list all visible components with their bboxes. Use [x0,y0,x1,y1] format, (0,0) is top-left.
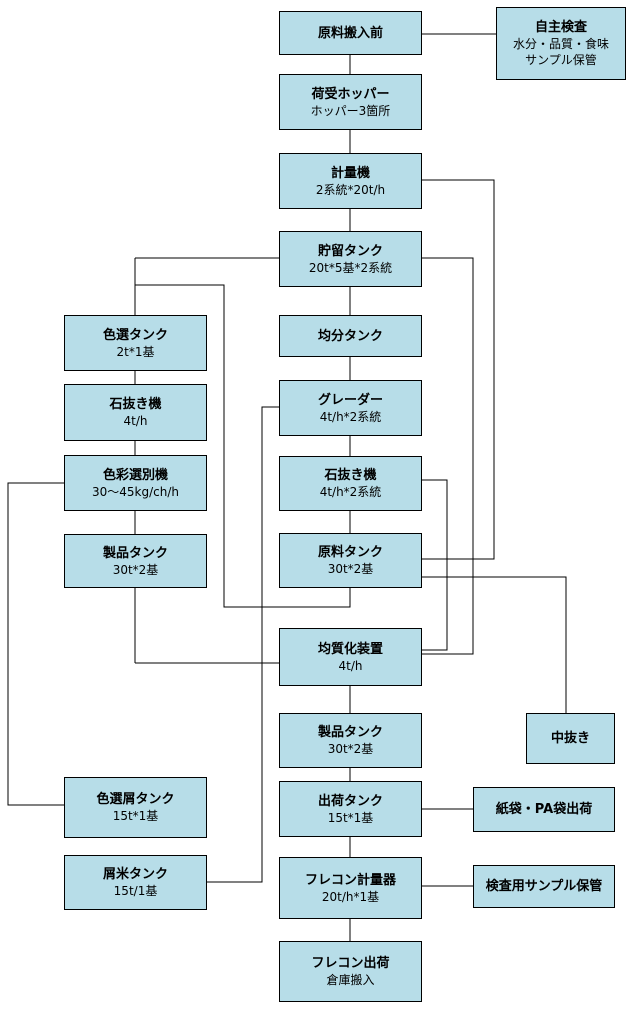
node-title: グレーダー [317,392,383,408]
node-shipping-tank: 出荷タンク 15t*1基 [279,781,422,837]
node-title: 原料搬入前 [317,25,383,41]
node-color-sorter: 色彩選別機 30～45kg/ch/h [64,455,207,511]
node-detail: 30t*2基 [112,562,159,577]
node-destoner-left: 石抜き機 4t/h [64,384,207,441]
node-title: 均質化装置 [317,641,383,657]
node-title: 出荷タンク [317,793,383,809]
node-title: 貯留タンク [317,243,383,259]
node-detail: 20t/h*1基 [321,889,380,904]
node-title: 計量機 [330,165,370,181]
node-title: 石抜き機 [324,468,377,483]
node-grader: グレーダー 4t/h*2系統 [279,380,422,436]
node-storage-tank: 貯留タンク 20t*5基*2系統 [279,231,422,287]
node-product-tank-center: 製品タンク 30t*2基 [279,713,422,768]
node-detail: 水分・品質・食味 [512,37,609,51]
node-detail: 15t*1基 [112,809,159,823]
node-detail: サンプル保管 [525,53,597,67]
node-detail: 15t*1基 [327,810,374,825]
node-destoner-center: 石抜き機 4t/h*2系統 [279,456,422,511]
node-title: 色選タンク [102,327,168,343]
node-title: フレコン出荷 [311,956,390,971]
node-flexcon-weigher: フレコン計量器 20t/h*1基 [279,857,422,919]
node-detail: 30～45kg/ch/h [91,484,179,499]
node-title: 製品タンク [317,725,383,740]
node-weigher: 計量機 2系統*20t/h [279,153,422,209]
node-flexcon-shipping: フレコン出荷 倉庫搬入 [279,941,422,1002]
node-title: フレコン計量器 [304,872,396,888]
node-title: 紙袋・PA袋出荷 [495,802,593,817]
node-detail: 2t*1基 [116,344,155,359]
node-detail: 20t*5基*2系統 [308,260,393,275]
node-raw-arrival: 原料搬入前 [279,11,422,55]
node-detail: 4t/h*2系統 [319,485,382,499]
node-bag-shipping: 紙袋・PA袋出荷 [473,787,615,832]
node-receiving-hopper: 荷受ホッパー ホッパー3箇所 [279,74,422,130]
node-title: 検査用サンプル保管 [485,879,603,894]
node-product-tank-left: 製品タンク 30t*2基 [64,534,207,588]
node-self-inspection: 自主検査 水分・品質・食味 サンプル保管 [496,7,626,80]
node-detail: 2系統*20t/h [315,182,386,197]
node-broken-rice-tank: 屑米タンク 15t/1基 [64,855,207,910]
node-title: 均分タンク [317,328,383,344]
node-raw-tank: 原料タンク 30t*2基 [279,533,422,588]
node-mid-extraction: 中抜き [526,713,615,764]
node-title: 中抜き [550,731,590,746]
node-inspection-sample: 検査用サンプル保管 [473,865,615,908]
node-title: 荷受ホッパー [311,86,390,102]
node-homogenizer: 均質化装置 4t/h [279,628,422,686]
node-detail: 4t/h*2系統 [319,409,382,424]
node-detail: 4t/h [123,414,148,428]
node-title: 色選屑タンク [96,792,175,807]
node-detail: 30t*2基 [327,562,374,576]
node-detail: ホッパー3箇所 [310,103,391,118]
node-detail: 30t*2基 [327,742,374,756]
node-distribution-tank: 均分タンク [279,315,422,357]
node-color-reject-tank: 色選屑タンク 15t*1基 [64,777,207,838]
node-color-sort-tank: 色選タンク 2t*1基 [64,315,207,371]
node-title: 自主検査 [534,20,587,35]
node-title: 製品タンク [102,545,168,561]
node-detail: 15t/1基 [113,884,158,898]
node-title: 色彩選別機 [102,467,168,483]
node-detail: 倉庫搬入 [326,973,375,987]
node-detail: 4t/h [338,658,363,673]
node-title: 原料タンク [317,545,383,560]
node-title: 屑米タンク [102,867,168,882]
node-title: 石抜き機 [109,397,162,412]
